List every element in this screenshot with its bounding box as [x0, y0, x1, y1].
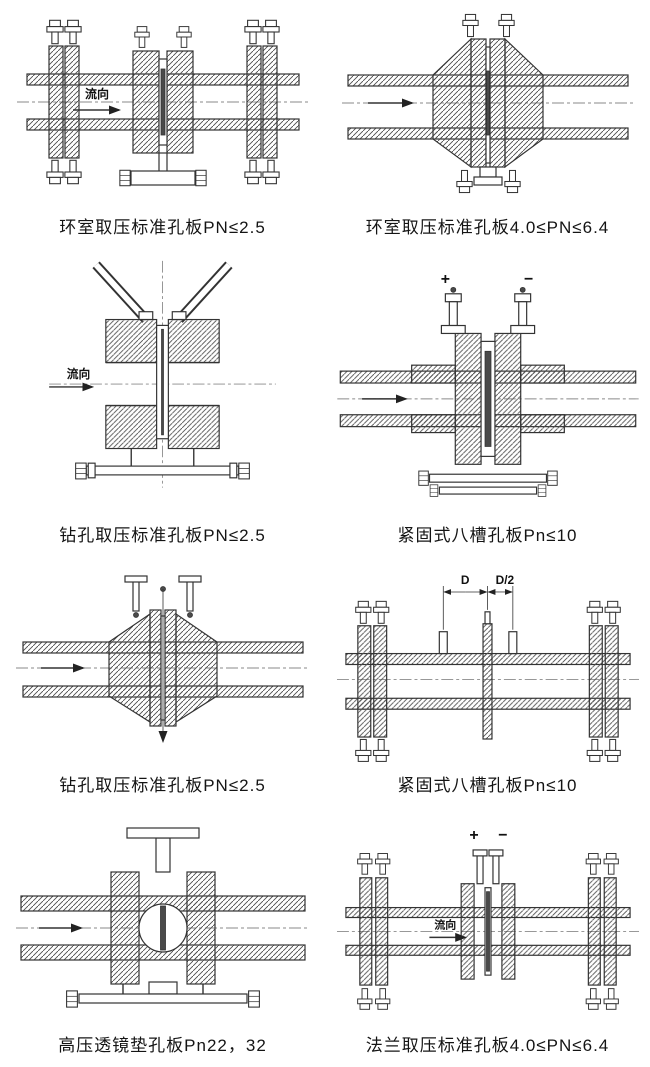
- figure-caption: 高压透镜垫孔板Pn22，32: [58, 1036, 267, 1055]
- figure-cell-5: 钻孔取压标准孔板PN≤2.5: [0, 558, 325, 800]
- drawing-lens-gasket-orifice: [15, 826, 310, 1008]
- dimension-d-label: D: [460, 573, 469, 587]
- drawing-ring-chamber-orifice-pn25: 流向: [16, 19, 309, 186]
- figure-cell-3: 流向 钻孔取压标准孔板PN≤2.5: [0, 250, 325, 550]
- plus-sign-label: +: [469, 827, 478, 844]
- figure-cell-2: 环室取压标准孔板4.0≤PN≤6.4: [325, 6, 650, 242]
- drawing-ring-chamber-orifice-pn64: [341, 13, 634, 193]
- figure-caption: 紧固式八槽孔板Pn≤10: [397, 776, 578, 795]
- drawing-flange-tap-orifice: + − 流向: [336, 827, 639, 1010]
- drawing-drilled-tap-orifice-horizontal: [15, 574, 310, 743]
- figure-caption: 环室取压标准孔板4.0≤PN≤6.4: [365, 218, 610, 237]
- figure-caption: 钻孔取压标准孔板PN≤2.5: [59, 526, 266, 545]
- figure-cell-7: 高压透镜垫孔板Pn22，32: [0, 808, 325, 1060]
- figure-cell-8: + − 流向 法兰取压标准孔板4.0≤PN≤6.4: [325, 808, 650, 1060]
- figure-caption: 法兰取压标准孔板4.0≤PN≤6.4: [365, 1036, 610, 1055]
- minus-sign-label: −: [524, 270, 533, 287]
- drawing-drilled-tap-orifice-vertical: 流向: [49, 260, 276, 488]
- figure-cell-6: D D/2 紧固式八槽孔板Pn≤10: [325, 558, 650, 800]
- dimension-d2-label: D/2: [495, 573, 514, 587]
- minus-sign-label: −: [498, 827, 507, 844]
- figure-caption: 环室取压标准孔板PN≤2.5: [59, 218, 266, 237]
- flow-direction-label: 流向: [67, 367, 90, 381]
- plus-sign-label: +: [440, 270, 449, 287]
- flow-direction-label: 流向: [434, 917, 456, 931]
- figure-cell-1: 流向 环室取压标准孔板PN≤2.5: [0, 6, 325, 242]
- flow-direction-label: 流向: [84, 86, 108, 101]
- drawing-eight-slot-orifice-dimensions: D D/2: [336, 573, 639, 762]
- figure-cell-4: + − 紧固式八槽孔板Pn≤10: [325, 250, 650, 550]
- drawing-clamped-eight-slot-orifice: + −: [336, 270, 639, 497]
- figure-caption: 钻孔取压标准孔板PN≤2.5: [59, 776, 266, 795]
- figure-caption: 紧固式八槽孔板Pn≤10: [397, 526, 578, 545]
